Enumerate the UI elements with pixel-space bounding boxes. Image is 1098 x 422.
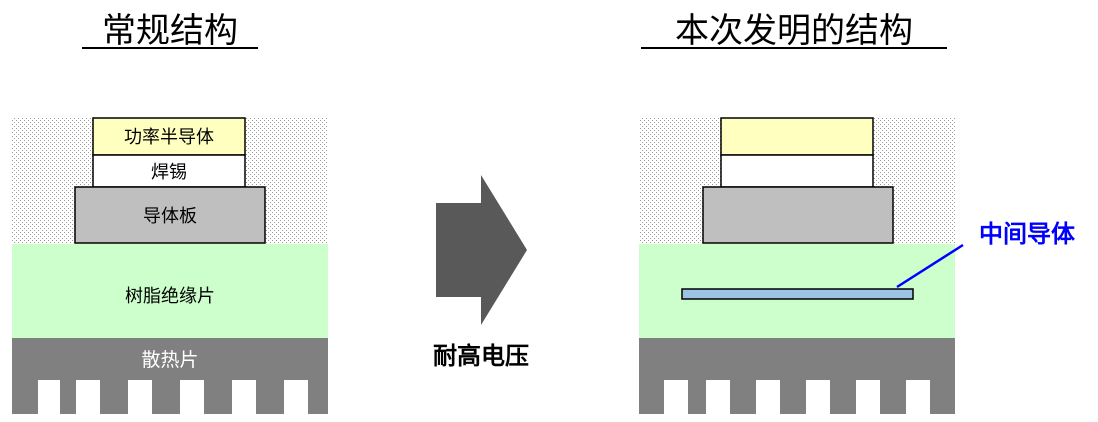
conventional-structure: 常规结构 功率半导体 焊锡 导体板 树脂绝缘片 散热片 (12, 11, 328, 414)
power-semiconductor-chip (92, 117, 246, 156)
intermediate-conductor (681, 288, 914, 300)
power-semiconductor-chip-right (720, 117, 874, 156)
conductor-plate-label: 导体板 (143, 206, 197, 227)
conductor-plate (74, 186, 266, 244)
heat-sink-right (639, 338, 955, 414)
improvement-arrow: 耐高电压 (433, 175, 529, 370)
resin-insulation-sheet (12, 244, 328, 338)
invention-structure: 本次发明的结构 中间导体 (639, 11, 1076, 414)
power-semiconductor-label: 功率半导体 (124, 127, 214, 148)
conductor-plate-right (702, 186, 894, 244)
conventional-structure-title: 常规结构 (102, 11, 238, 51)
callout-leader-line (896, 243, 964, 289)
solder-layer-right (720, 154, 874, 188)
high-voltage-label: 耐高电压 (433, 342, 529, 370)
invention-structure-title: 本次发明的结构 (675, 11, 913, 51)
right-arrow-icon (436, 175, 527, 325)
solder-label: 焊锡 (151, 162, 187, 183)
heat-sink-label: 散热片 (141, 349, 198, 371)
intermediate-conductor-callout: 中间导体 (979, 220, 1076, 248)
heat-sink (12, 338, 328, 414)
resin-insulation-sheet-label: 树脂绝缘片 (125, 286, 215, 307)
